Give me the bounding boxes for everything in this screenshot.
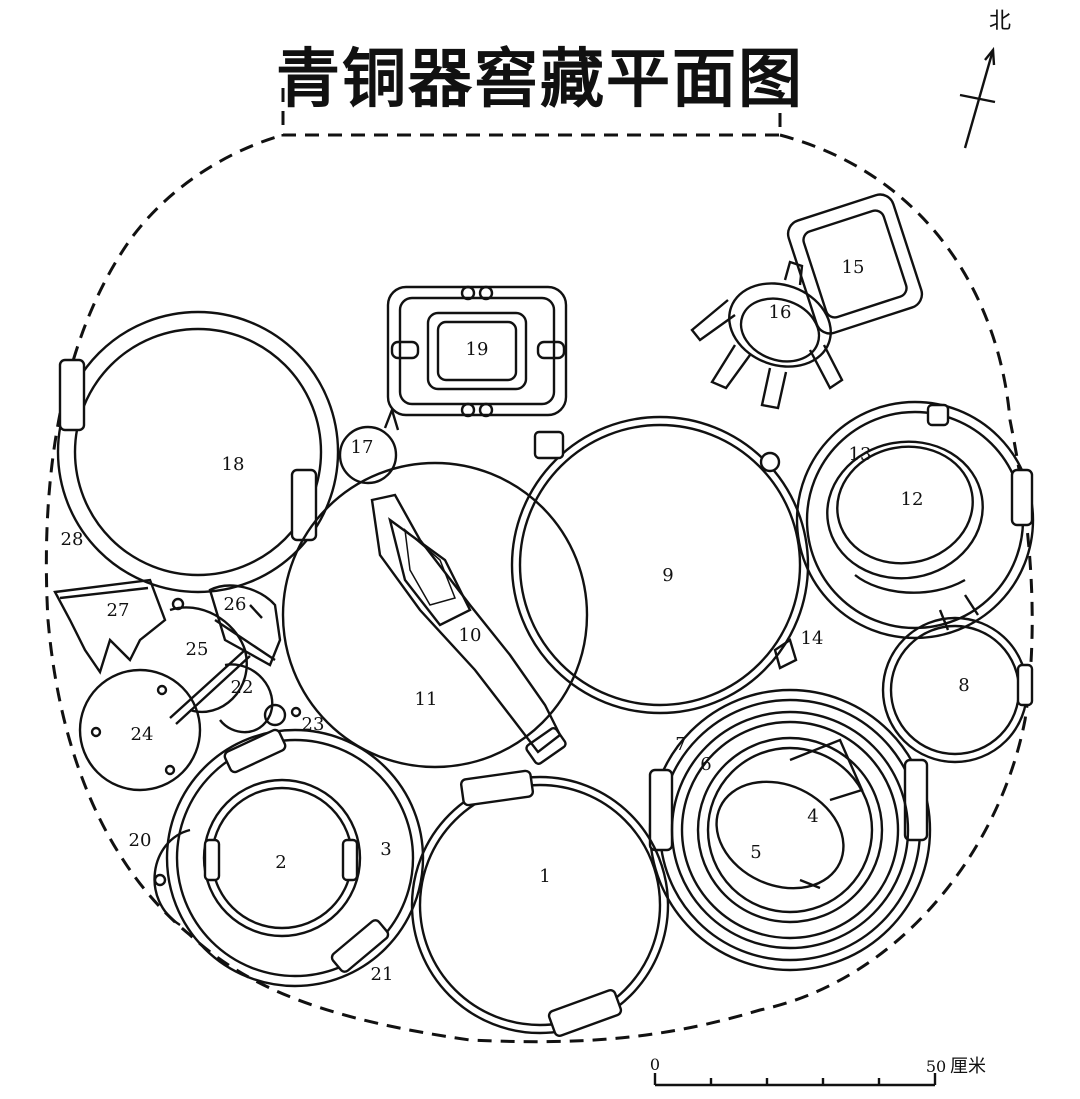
item-4-vessel — [715, 738, 864, 890]
item-24-vessel — [78, 668, 202, 792]
label-5: 5 — [750, 842, 761, 863]
label-19: 19 — [466, 339, 489, 360]
item-18-vessel — [56, 310, 340, 594]
item-14-lug — [773, 638, 798, 670]
label-2: 2 — [275, 852, 286, 873]
item-5-vessel — [696, 736, 884, 924]
item-8-vessel — [881, 616, 1034, 764]
item-16-tripod — [690, 260, 844, 410]
scale-unit-label: 厘米 — [950, 1056, 986, 1077]
item-2-vessel — [202, 778, 362, 938]
item-15-lid — [786, 193, 924, 335]
item-17-vessel — [338, 406, 400, 485]
item-1-vessel — [410, 769, 670, 1037]
label-12: 12 — [901, 489, 924, 510]
item-22-fragment — [169, 649, 274, 734]
item-6-vessel — [670, 710, 910, 950]
label-13: 13 — [849, 444, 872, 465]
item-3-vessel — [165, 728, 425, 988]
label-1: 1 — [539, 866, 550, 887]
label-11: 11 — [415, 689, 438, 710]
label-7: 7 — [675, 734, 686, 755]
scale-bar — [653, 1073, 937, 1087]
label-10: 10 — [459, 625, 482, 646]
item-19-vessel — [386, 285, 568, 418]
label-23: 23 — [302, 714, 325, 735]
north-arrow-icon — [959, 46, 996, 149]
label-28: 28 — [61, 529, 84, 550]
label-14: 14 — [801, 628, 824, 649]
label-20: 20 — [129, 830, 152, 851]
label-25: 25 — [186, 639, 209, 660]
item-9-vessel — [510, 415, 810, 715]
item-7-vessel — [648, 688, 932, 972]
label-3: 3 — [380, 839, 391, 860]
item-20-vessel — [153, 828, 191, 927]
label-18: 18 — [222, 454, 245, 475]
label-4: 4 — [807, 806, 818, 827]
label-17: 17 — [351, 437, 374, 458]
label-6: 6 — [700, 754, 711, 775]
label-22: 22 — [231, 677, 254, 698]
label-9: 9 — [662, 565, 673, 586]
scale-start-label: 0 — [650, 1055, 660, 1074]
item-11-disc — [281, 461, 589, 769]
label-26: 26 — [224, 594, 247, 615]
label-27: 27 — [107, 600, 130, 621]
label-8: 8 — [958, 675, 969, 696]
item-10-vessel — [370, 493, 567, 765]
item-26-fragment — [208, 584, 282, 667]
label-21: 21 — [371, 964, 394, 985]
item-13-vessel — [795, 400, 1035, 640]
pit-outline — [44, 88, 1034, 1044]
item-27-vessel — [53, 578, 167, 675]
diagram-title: 青铜器窖藏平面图 — [276, 42, 804, 117]
north-label: 北 — [989, 9, 1011, 34]
scale-end-label: 50 — [926, 1057, 946, 1076]
label-16: 16 — [769, 302, 792, 323]
item-12-vessel — [826, 440, 984, 631]
label-15: 15 — [842, 257, 865, 278]
item-23-fragment — [263, 703, 302, 727]
label-24: 24 — [131, 724, 154, 745]
